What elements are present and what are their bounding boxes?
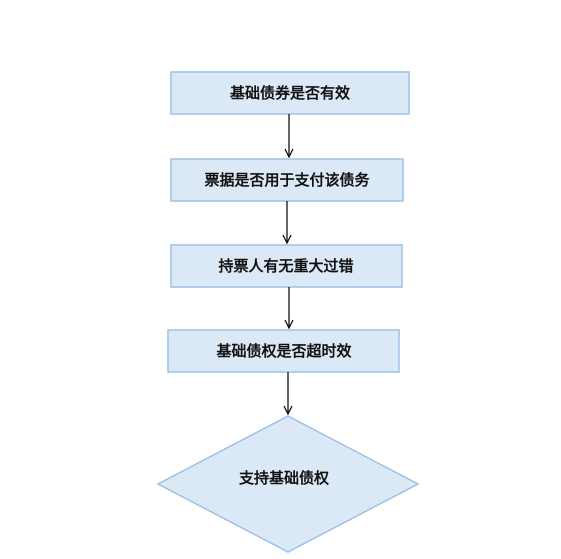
step-box xyxy=(170,71,410,115)
step-valid-bond: 基础债券是否有效 xyxy=(170,71,410,115)
decision-label: 支持基础债权 xyxy=(238,469,330,487)
decision-support-claim: 支持基础债权 xyxy=(156,415,420,553)
step-box xyxy=(170,158,404,202)
step-box xyxy=(170,244,403,288)
step-limitation-expired: 基础债权是否超时效 xyxy=(167,329,400,373)
step-label: 持票人有无重大过错 xyxy=(218,257,353,275)
step-holder-fault: 持票人有无重大过错 xyxy=(170,244,403,288)
step-label: 基础债券是否有效 xyxy=(229,84,351,102)
step-label: 票据是否用于支付该债务 xyxy=(204,171,370,189)
step-label: 基础债权是否超时效 xyxy=(215,342,352,360)
step-box xyxy=(167,329,400,373)
step-used-for-payment: 票据是否用于支付该债务 xyxy=(170,158,404,202)
decision-diamond xyxy=(156,415,420,553)
